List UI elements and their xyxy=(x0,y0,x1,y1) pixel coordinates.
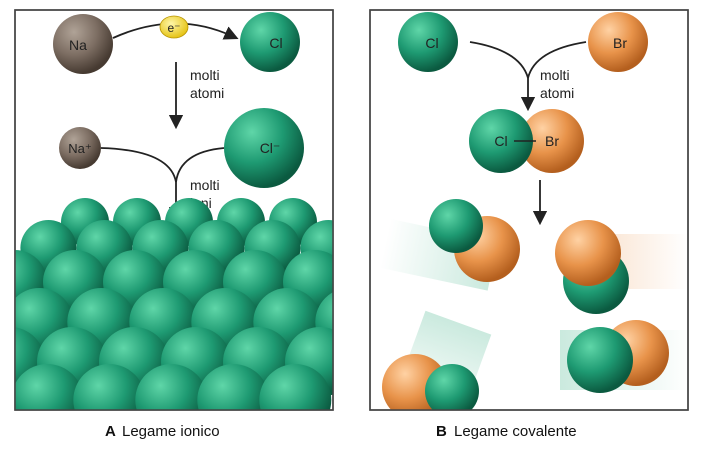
chloride-ion-lattice xyxy=(15,364,84,410)
sodium-ion-lattice xyxy=(335,251,360,276)
chlorine-atom-label: Cl xyxy=(269,35,282,51)
sodium-ion-lattice xyxy=(330,291,333,308)
chlorine-atom-b xyxy=(398,12,458,72)
sodium-ion xyxy=(59,127,101,169)
moving-molecules xyxy=(380,199,688,410)
molecule-cl-label: Cl xyxy=(494,133,507,149)
molecule3-chlorine xyxy=(425,364,479,410)
merge-line-left xyxy=(100,147,177,183)
bromine-atom-label: Br xyxy=(613,35,627,51)
molecule-chlorine xyxy=(469,109,533,173)
chlorine-atom xyxy=(240,12,300,72)
step2-label-line1: molti xyxy=(190,177,220,193)
molecule2-bromine xyxy=(555,220,621,286)
chloride-ion-lattice xyxy=(259,364,332,410)
panel-b-border xyxy=(369,9,689,411)
electron xyxy=(159,15,189,39)
merge-line-b-right xyxy=(527,41,587,79)
molecule-br-label: Br xyxy=(545,133,559,149)
caption-a-letter: A xyxy=(105,423,116,440)
electron-label: e⁻ xyxy=(167,21,180,35)
molecule-bromine xyxy=(520,109,584,173)
ionic-crystal-lattice xyxy=(15,198,367,410)
molecule1-chlorine xyxy=(429,199,483,253)
step1-b-label-line1: molti xyxy=(540,67,570,83)
chloride-ion-lattice xyxy=(197,364,270,410)
caption-a-text: Legame ionico xyxy=(122,423,220,440)
chloride-ion-label: Cl⁻ xyxy=(260,140,281,156)
panel-a: Na e⁻ Cl molti atomi Na⁺ Cl⁻ molti ioni … xyxy=(15,12,367,440)
step1-label-line1: molti xyxy=(190,67,220,83)
caption-b-letter: B xyxy=(436,423,447,440)
sodium-atom xyxy=(53,14,113,74)
chloride-ion xyxy=(224,108,304,188)
panel-a-border xyxy=(14,9,334,411)
chloride-ion-lattice xyxy=(73,364,146,410)
molecule4-chlorine xyxy=(567,327,633,393)
sodium-ion-label: Na⁺ xyxy=(68,141,91,156)
step1-label-line2: atomi xyxy=(190,85,224,101)
chloride-ion-lattice xyxy=(135,364,208,410)
bromine-atom xyxy=(588,12,648,72)
merge-line-right xyxy=(175,147,225,183)
merge-line-b-left xyxy=(469,41,529,79)
step1-b-label-line2: atomi xyxy=(540,85,574,101)
caption-b-text: Legame covalente xyxy=(454,423,577,440)
panel-b: Cl Br molti atomi Cl Br xyxy=(380,12,688,440)
chlorine-atom-b-label: Cl xyxy=(425,35,438,51)
sodium-ion-lattice xyxy=(335,366,367,398)
sodium-atom-label: Na xyxy=(69,37,87,53)
